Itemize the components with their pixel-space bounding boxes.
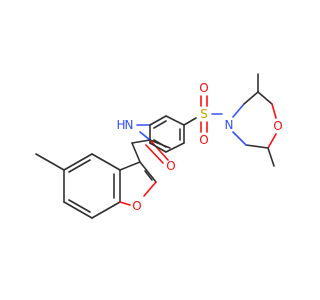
methyl-bond: [267, 147, 275, 167]
benzofuran-furan-ring: [119, 161, 157, 206]
morpholine-oxygen-atom: O: [273, 119, 282, 133]
bond: [165, 115, 185, 126]
phenylene-ring: [149, 115, 185, 153]
carbonyl-double-bond: [145, 144, 164, 164]
double-bond-inner: [68, 199, 91, 213]
amide-oxygen-atom: O: [166, 159, 175, 173]
sulfur-atom: S: [200, 107, 208, 121]
furan-oxygen-atom: O: [132, 199, 141, 213]
bond: [183, 117, 197, 126]
double-bond-inner: [153, 139, 167, 148]
methyl-bond: [35, 153, 65, 171]
morpholine-ring: [232, 91, 277, 149]
bond: [149, 115, 167, 126]
bond: [271, 103, 277, 119]
bond: [243, 91, 259, 105]
ch2-bond: [131, 142, 141, 163]
carbonyl-double-bond: [149, 139, 169, 161]
ch2-bond: [131, 139, 151, 144]
molecule-svg: O O N H S O O N O: [35, 73, 283, 219]
amide-nitrogen-atom: N: [125, 118, 134, 132]
sulfonyl-oxygen-top: O: [199, 81, 208, 95]
double-bond-inner: [68, 159, 91, 173]
bond: [143, 181, 157, 197]
bond: [232, 103, 245, 118]
bond: [257, 91, 273, 105]
bond: [63, 201, 93, 219]
bond: [119, 161, 141, 171]
molecule-structure-diagram: O O N H S O O N O: [35, 73, 283, 219]
double-bond-inner: [153, 120, 167, 129]
bond: [232, 131, 247, 146]
benzofuran-benzene-ring: [63, 153, 121, 219]
bond: [119, 201, 131, 206]
bond: [139, 161, 157, 183]
double-bond-inner: [144, 170, 153, 181]
bond: [91, 153, 121, 171]
bond: [165, 142, 185, 153]
bond: [267, 133, 277, 149]
sulfonyl-oxygen-bottom: O: [199, 133, 208, 147]
amide-hydrogen-atom: H: [116, 118, 125, 132]
bond: [63, 153, 93, 171]
bond: [245, 144, 269, 149]
bond: [139, 131, 151, 141]
bond: [149, 142, 167, 153]
bond: [91, 201, 121, 219]
morpholine-nitrogen-atom: N: [225, 118, 234, 132]
